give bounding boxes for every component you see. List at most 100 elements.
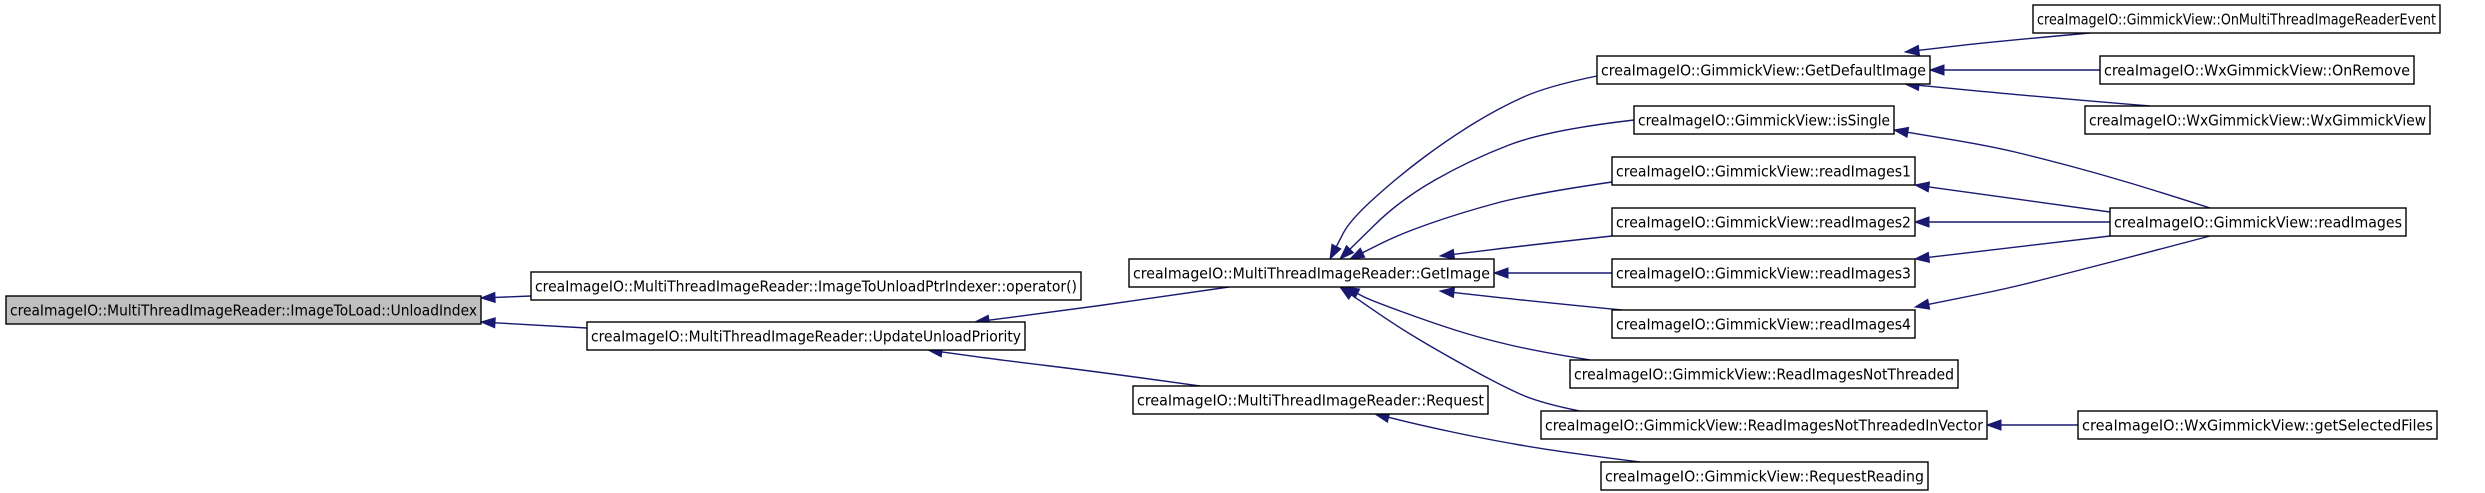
edge-line [1351,294,1581,412]
graph-node[interactable]: creaImageIO::MultiThreadImageReader::Upd… [586,321,1026,351]
graph-node[interactable]: creaImageIO::GimmickView::readImages3 [1611,258,1916,288]
edge-n8-n3 [1438,235,1613,260]
node-label: creaImageIO::MultiThreadImageReader::Ima… [535,278,1077,296]
arrowhead-icon [1913,181,1931,193]
edge-line [1918,32,2091,52]
node-box [1596,55,1931,85]
arrowhead-icon [1913,298,1931,310]
node-label: creaImageIO::GimmickView::GetDefaultImag… [1601,62,1926,80]
node-label: creaImageIO::GimmickView::readImages3 [1616,265,1911,283]
arrowhead-icon [1348,247,1366,260]
node-box [1633,105,1895,135]
edge-line [1335,75,1598,247]
graph-node[interactable]: creaImageIO::MultiThreadImageReader::Get… [1128,258,1495,288]
arrowhead-icon [479,291,496,304]
node-label: creaImageIO::GimmickView::ReadImagesNotT… [1545,417,1984,435]
graph-node[interactable]: creaImageIO::WxGimmickView::getSelectedF… [2077,410,2438,440]
edge-line [1453,291,1623,311]
graph-node[interactable]: creaImageIO::WxGimmickView::OnRemove [2099,55,2415,85]
edge-n4-n2 [926,346,1201,387]
graph-node[interactable]: creaImageIO::GimmickView::readImages4 [1611,309,1916,339]
graph-node[interactable]: creaImageIO::MultiThreadImageReader::Ima… [530,271,1082,301]
edge-line [1362,181,1613,254]
node-label: creaImageIO::MultiThreadImageReader::Upd… [591,328,1021,346]
node-label: creaImageIO::MultiThreadImageReader::Req… [1137,392,1484,410]
arrowhead-icon [1338,244,1355,261]
arrowhead-icon [1438,248,1456,260]
graph-node[interactable]: creaImageIO::WxGimmickView::WxGimmickVie… [2084,105,2431,135]
node-box [2032,4,2441,34]
graph-node[interactable]: creaImageIO::GimmickView::ReadImagesNotT… [1540,410,1988,440]
arrowhead-icon [1913,216,1930,228]
arrowhead-icon [1338,286,1356,300]
graph-node[interactable]: creaImageIO::GimmickView::OnMultiThreadI… [2032,4,2441,34]
edge-line [1349,119,1635,250]
node-box [1611,156,1916,186]
node-box [2099,55,2415,85]
edge-line [1928,235,2111,259]
node-label: creaImageIO::MultiThreadImageReader::Ima… [10,302,477,320]
edge-n14-n5 [1903,32,2091,56]
node-label: creaImageIO::GimmickView::readImages4 [1616,316,1911,334]
edge-n18-n12 [1985,419,2078,431]
node-box [1611,207,1916,237]
edge-n5-n3 [1329,75,1598,261]
edge-n10-n3 [1438,286,1623,311]
edge-line [1918,84,2151,107]
edge-n6-n3 [1338,119,1635,261]
edge-line [1357,292,1591,361]
edge-n2-n0 [479,317,588,329]
node-box [2077,410,2438,440]
arrowhead-icon [1892,126,1910,139]
node-label: creaImageIO::GimmickView::readImages1 [1616,163,1911,181]
node-label: creaImageIO::GimmickView::ReadImagesNotT… [1574,366,1954,384]
node-label: creaImageIO::WxGimmickView::OnRemove [2104,62,2410,80]
graph-node[interactable]: creaImageIO::GimmickView::GetDefaultImag… [1596,55,1931,85]
node-box [1132,385,1489,415]
node-label: creaImageIO::GimmickView::RequestReading [1605,468,1924,486]
graph-node[interactable]: creaImageIO::GimmickView::readImages1 [1611,156,1916,186]
arrowhead-icon [1913,251,1931,263]
graph-node[interactable]: creaImageIO::GimmickView::RequestReading [1600,461,1929,491]
edge-n15-n5 [1928,64,2100,76]
arrowhead-icon [1903,44,1921,56]
edge-n9-n3 [1492,267,1612,279]
edge-n17-n8 [1913,216,2110,228]
nodes-layer: creaImageIO::MultiThreadImageReader::Ima… [5,4,2441,491]
edge-line [1388,416,1641,463]
edge-line [988,286,1230,321]
graph-node[interactable]: creaImageIO::GimmickView::ReadImagesNotT… [1569,359,1959,389]
edge-n1-n0 [479,291,532,304]
node-label: creaImageIO::GimmickView::readImages [2114,214,2402,232]
arrowhead-icon [1329,243,1342,261]
node-label: creaImageIO::MultiThreadImageReader::Get… [1133,265,1490,283]
graph-node[interactable]: creaImageIO::MultiThreadImageReader::Req… [1132,385,1489,415]
graph-node[interactable]: creaImageIO::GimmickView::readImages2 [1611,207,1916,237]
arrowhead-icon [1438,286,1456,299]
edge-line [1928,186,2111,213]
edge-n7-n3 [1348,181,1613,260]
edge-line [494,322,588,329]
node-label: creaImageIO::WxGimmickView::getSelectedF… [2082,417,2433,435]
edge-n17-n7 [1913,181,2111,213]
root-node: creaImageIO::MultiThreadImageReader::Ima… [5,295,482,325]
edge-line [494,295,532,299]
node-box [530,271,1082,301]
edge-n17-n10 [1913,235,2211,310]
node-box [1600,461,1929,491]
edge-n17-n9 [1913,235,2111,263]
edge-n17-n6 [1892,126,2211,209]
node-label: creaImageIO::WxGimmickView::WxGimmickVie… [2089,112,2426,130]
node-label: creaImageIO::GimmickView::isSingle [1638,112,1890,130]
node-box [1611,258,1916,288]
node-box [5,295,482,325]
node-box [1569,359,1959,389]
node-label: creaImageIO::GimmickView::readImages2 [1616,214,1911,232]
arrowhead-icon [1928,64,1945,76]
graph-node[interactable]: creaImageIO::GimmickView::readImages [2109,207,2407,237]
edge-n12-n3 [1338,286,1581,412]
node-box [2109,207,2407,237]
edge-line [1453,235,1613,255]
graph-node[interactable]: creaImageIO::GimmickView::isSingle [1633,105,1895,135]
